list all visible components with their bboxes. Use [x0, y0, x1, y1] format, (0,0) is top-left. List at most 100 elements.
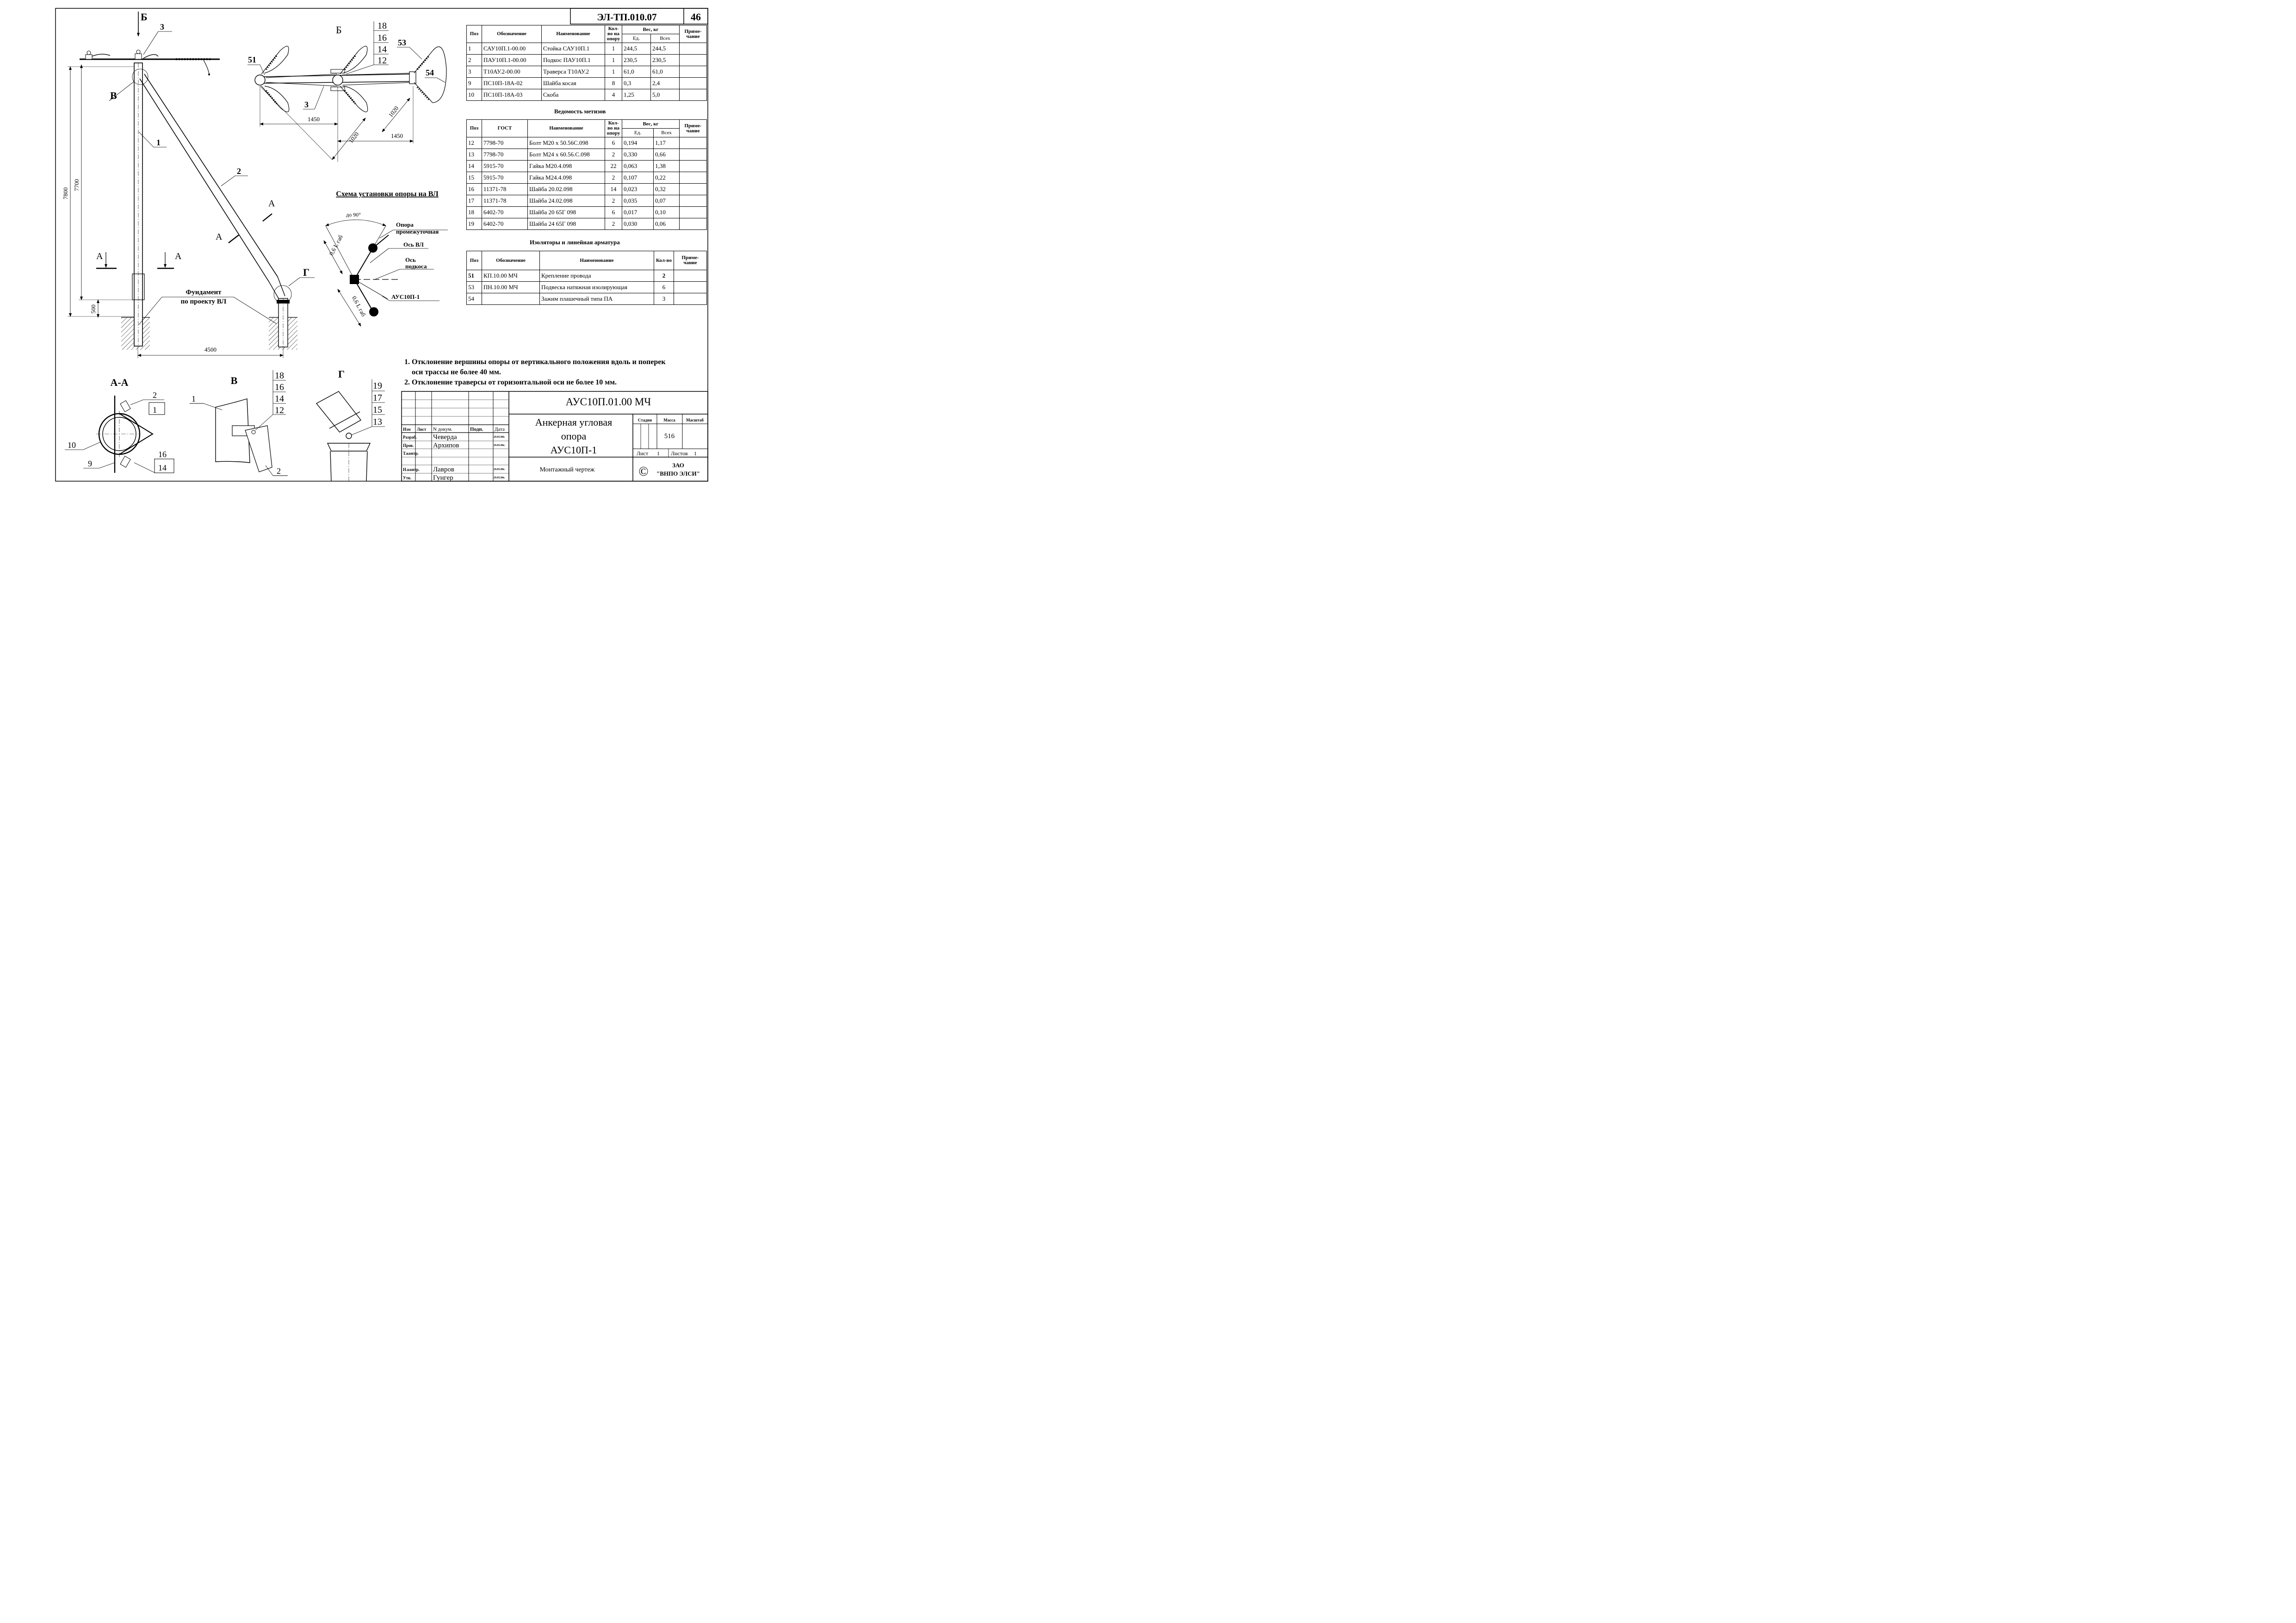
dim-1450-b: 1450: [391, 132, 403, 139]
svg-text:Ось: Ось: [405, 256, 416, 263]
foundation-label-2: по проекту ВЛ: [181, 298, 227, 305]
dim-1020-b: 1020: [387, 105, 400, 118]
dim-1450-a: 1450: [308, 116, 320, 123]
dim-4500: 4500: [204, 346, 217, 353]
detail-g-title: Г: [338, 368, 345, 380]
svg-text:1: 1: [694, 450, 697, 457]
hardware-table: Поз ГОСТ Наименование Кол-во на опору Ве…: [466, 119, 707, 230]
dim-1020-a: 1020: [347, 130, 360, 144]
svg-text:51: 51: [248, 55, 256, 64]
svg-text:2: 2: [153, 390, 157, 400]
svg-text:Дата: Дата: [495, 427, 505, 432]
dim-500: 500: [90, 304, 97, 314]
svg-text:10: 10: [68, 440, 76, 450]
title-line-2: опора: [561, 430, 587, 442]
height-dimensions: 7800 7700 500: [62, 64, 134, 318]
top-view-b: Б: [248, 21, 447, 162]
svg-text:3: 3: [304, 100, 309, 109]
svg-text:Пров.: Пров.: [403, 443, 414, 448]
detail-aa-title: А-А: [110, 377, 128, 388]
svg-text:54: 54: [426, 68, 434, 77]
insulator-table-caption: Изоляторы и линейная арматура: [530, 239, 620, 246]
svg-text:18: 18: [275, 371, 284, 381]
parts-table: Поз Обозначение Наименование Кол-во на о…: [466, 25, 707, 101]
dim-7700: 7700: [73, 179, 80, 191]
drawing-code: ЭЛ-ТП.010.07: [597, 12, 657, 23]
detail-g-marker: [273, 285, 292, 304]
svg-text:2: 2: [277, 466, 281, 476]
title-code: АУС10П.01.00 МЧ: [566, 396, 651, 408]
svg-text:Архипов: Архипов: [433, 442, 459, 449]
svg-text:ЗАО: ЗАО: [672, 462, 684, 469]
crossarm: [80, 50, 220, 75]
svg-text:16: 16: [275, 382, 284, 392]
view-g-label: Г: [303, 266, 309, 278]
header-stamp: ЭЛ-ТП.010.07 46: [570, 8, 708, 25]
main-elevation-view: В Г Б 3 1 2 А А А А: [62, 11, 315, 358]
svg-text:Гунгер: Гунгер: [433, 474, 453, 482]
scheme-angle: до 90°: [346, 211, 361, 218]
scheme-title: Схема установки опоры на ВЛ: [336, 190, 439, 198]
svg-text:Масштаб: Масштаб: [686, 418, 704, 422]
installation-scheme: Схема установки опоры на ВЛ до 90° 0,6 L…: [323, 190, 448, 327]
pos-2-callout: 2: [237, 167, 241, 176]
title-block-text: АУС10П.01.00 МЧ Анкерная угловая опора А…: [403, 396, 704, 482]
detail-v: В 1 2 18 16 14 12: [190, 370, 288, 476]
svg-text:15: 15: [373, 405, 382, 415]
title-subtitle: Монтажный чертеж: [540, 466, 595, 473]
view-v-label: В: [110, 90, 117, 101]
title-line-1: Анкерная угловая: [535, 416, 613, 428]
page-number: 46: [691, 11, 701, 23]
svg-text:А: А: [268, 198, 275, 209]
title-block: [401, 391, 708, 482]
brace-strut: [139, 74, 290, 347]
svg-text:Чеверда: Чеверда: [433, 434, 457, 441]
scheme-support-top: [368, 243, 378, 253]
svg-text:Лавров: Лавров: [433, 466, 454, 473]
svg-text:14: 14: [275, 394, 284, 404]
svg-text:Т.контр.: Т.контр.: [403, 451, 419, 456]
dim-7800: 7800: [62, 187, 69, 199]
svg-text:А: А: [96, 251, 103, 261]
section-a-markers: А А А А: [96, 198, 275, 269]
svg-text:1: 1: [192, 394, 196, 403]
svg-text:13: 13: [373, 417, 382, 427]
svg-text:29.05.08г.: 29.05.08г.: [494, 468, 505, 471]
svg-text:14: 14: [378, 44, 387, 55]
foundation-label-1: Фундамент: [186, 289, 222, 296]
svg-text:9: 9: [88, 459, 92, 468]
svg-text:19: 19: [373, 381, 382, 391]
note-2: 2. Отклонение траверсы от горизонтальной…: [404, 378, 617, 386]
svg-text:12: 12: [378, 56, 387, 66]
mass-value: 516: [664, 433, 675, 440]
svg-text:промежуточная: промежуточная: [396, 228, 439, 235]
svg-text:1: 1: [153, 405, 157, 415]
detail-a-a: А-А 2 1 10 9 16 14: [65, 377, 174, 473]
svg-text:Подп.: Подп.: [470, 427, 483, 432]
svg-text:16: 16: [158, 450, 167, 459]
svg-text:Опора: Опора: [396, 221, 414, 228]
svg-text:Листов: Листов: [671, 450, 688, 457]
svg-text:Утв.: Утв.: [403, 476, 411, 480]
svg-text:Стадия: Стадия: [638, 418, 652, 422]
scheme-gab-top: 0,6 L габ: [328, 234, 344, 257]
detail-g: Г 19 17 15 13: [316, 368, 385, 482]
svg-text:14: 14: [158, 463, 167, 472]
svg-text:Изм: Изм: [403, 427, 411, 432]
copyright-mark: ©: [638, 465, 648, 479]
pos-1-callout: 1: [156, 138, 161, 147]
svg-text:"ВНПО ЭЛСИ": "ВНПО ЭЛСИ": [656, 470, 700, 477]
svg-text:Разраб.: Разраб.: [403, 435, 417, 440]
hardware-table-caption: Ведомость метизов: [554, 108, 606, 115]
svg-text:Лист: Лист: [637, 450, 649, 457]
svg-text:Лист: Лист: [417, 427, 427, 432]
svg-text:17: 17: [373, 393, 382, 403]
